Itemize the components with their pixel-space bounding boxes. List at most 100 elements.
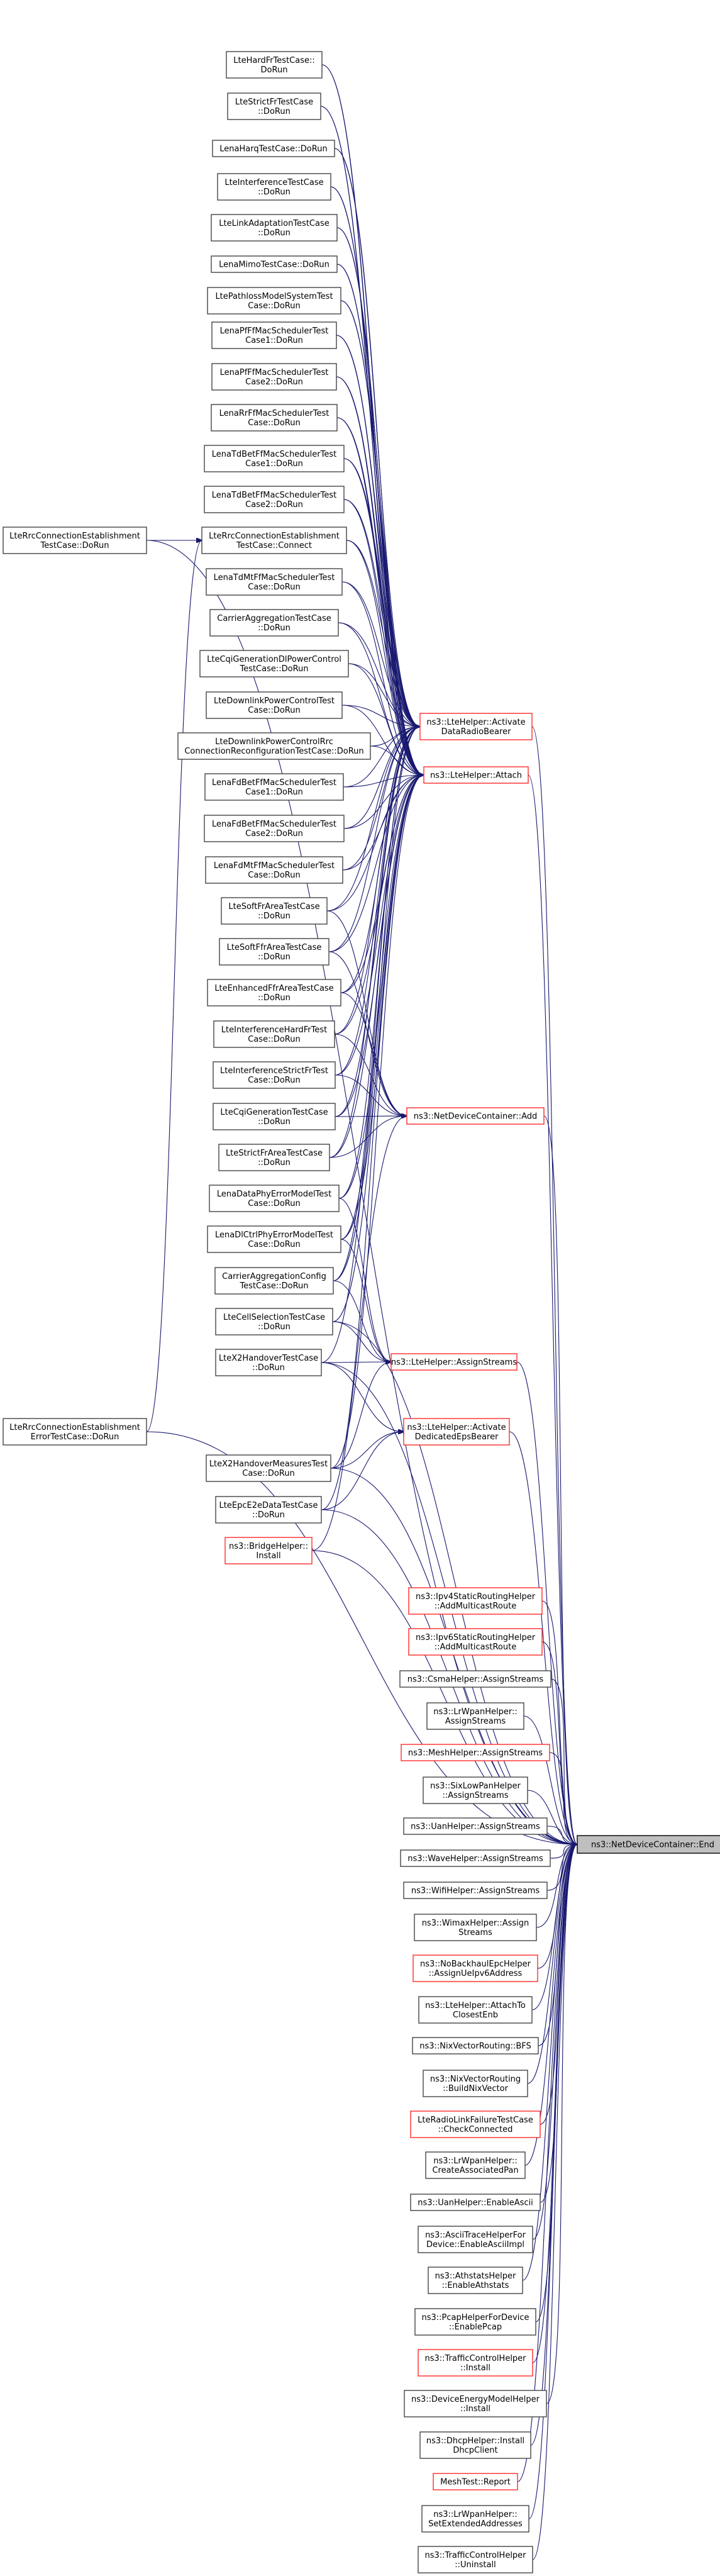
graph-node-pcap[interactable]: ns3::PcapHelperForDevice::EnablePcap xyxy=(414,2308,536,2336)
node-box[interactable] xyxy=(205,856,343,884)
graph-node-lrwpan-ext[interactable]: ns3::LrWpanHelper::SetExtendedAddresses xyxy=(421,2505,529,2533)
node-box[interactable] xyxy=(204,773,344,801)
node-box[interactable] xyxy=(217,173,331,201)
node-box[interactable] xyxy=(419,2431,531,2459)
graph-node-activate-eps[interactable]: ns3::LteHelper::ActivateDedicatedEpsBear… xyxy=(403,1418,510,1446)
node-box[interactable] xyxy=(390,1353,518,1371)
node-box[interactable] xyxy=(206,691,343,719)
graph-node-nixbuild[interactable]: ns3::NixVectorRouting::BuildNixVector xyxy=(423,2070,528,2097)
graph-node-harq[interactable]: LenaHarqTestCase::DoRun xyxy=(212,140,335,157)
graph-node-tc-uninstall[interactable]: ns3::TrafficControlHelper::Uninstall xyxy=(418,2546,533,2573)
graph-node-rrc-connect[interactable]: LteRrcConnectionEstablishmentTestCase::C… xyxy=(201,527,347,554)
graph-node-cqigen[interactable]: LteCqiGenerationTestCase::DoRun xyxy=(213,1103,336,1130)
graph-node-uan-as[interactable]: ns3::UanHelper::AssignStreams xyxy=(403,1817,548,1835)
graph-node-wimax-as[interactable]: ns3::WimaxHelper::AssignStreams xyxy=(414,1914,537,1941)
graph-node-end[interactable]: ns3::NetDeviceContainer::End xyxy=(577,1835,720,1854)
node-box[interactable] xyxy=(577,1835,720,1854)
node-box[interactable] xyxy=(207,979,341,1006)
graph-node-softfr[interactable]: LteSoftFrAreaTestCase::DoRun xyxy=(221,897,328,925)
node-box[interactable] xyxy=(426,1702,524,1730)
node-box[interactable] xyxy=(212,140,335,157)
node-box[interactable] xyxy=(226,51,323,79)
graph-node-linkadapt[interactable]: LteLinkAdaptationTestCase::DoRun xyxy=(211,214,338,242)
node-box[interactable] xyxy=(214,1267,334,1295)
graph-node-nobackhaul[interactable]: ns3::NoBackhaulEpcHelper::AssignUeIpv6Ad… xyxy=(413,1954,538,1982)
graph-node-hardfr[interactable]: LteHardFrTestCase::DoRun xyxy=(226,51,323,79)
node-box[interactable] xyxy=(215,1496,322,1524)
node-box[interactable] xyxy=(421,2505,529,2533)
node-box[interactable] xyxy=(199,650,349,677)
node-box[interactable] xyxy=(207,1225,341,1253)
node-box[interactable] xyxy=(414,2308,536,2336)
node-box[interactable] xyxy=(211,321,337,349)
graph-node-enhffr[interactable]: LteEnhancedFfrAreaTestCase::DoRun xyxy=(207,979,341,1006)
graph-node-dlpcrrc[interactable]: LteDownlinkPowerControlRrcConnectionReco… xyxy=(177,732,371,760)
graph-node-rrc-err[interactable]: LteRrcConnectionEstablishmentErrorTestCa… xyxy=(3,1418,147,1446)
node-box[interactable] xyxy=(406,1107,545,1125)
graph-node-cqidlpc[interactable]: LteCqiGenerationDlPowerControlTestCase::… xyxy=(199,650,349,677)
node-box[interactable] xyxy=(215,1349,322,1376)
node-box[interactable] xyxy=(410,2194,541,2211)
graph-node-carrieragg[interactable]: CarrierAggregationTestCase::DoRun xyxy=(209,609,339,637)
node-box[interactable] xyxy=(211,214,338,242)
node-box[interactable] xyxy=(207,287,341,315)
graph-node-bridge[interactable]: ns3::BridgeHelper::Install xyxy=(224,1537,313,1564)
node-box[interactable] xyxy=(418,2349,533,2377)
node-box[interactable] xyxy=(404,2390,547,2417)
graph-node-rlf[interactable]: LteRadioLinkFailureTestCase::CheckConnec… xyxy=(410,2110,541,2138)
node-box[interactable] xyxy=(213,1020,335,1048)
node-box[interactable] xyxy=(3,1418,147,1446)
graph-node-rrc-doRun[interactable]: LteRrcConnectionEstablishmentTestCase::D… xyxy=(3,527,147,554)
node-box[interactable] xyxy=(211,255,338,273)
graph-node-mesh-as[interactable]: ns3::MeshHelper::AssignStreams xyxy=(401,1744,550,1761)
node-box[interactable] xyxy=(423,1776,528,1804)
node-box[interactable] xyxy=(428,2267,523,2294)
graph-node-sixlow[interactable]: ns3::SixLowPanHelper::AssignStreams xyxy=(423,1776,528,1804)
node-box[interactable] xyxy=(221,897,328,925)
node-box[interactable] xyxy=(418,2546,533,2573)
node-box[interactable] xyxy=(423,766,529,784)
node-box[interactable] xyxy=(410,2110,541,2138)
graph-node-csma[interactable]: ns3::CsmaHelper::AssignStreams xyxy=(399,1670,551,1688)
node-box[interactable] xyxy=(401,1744,550,1761)
node-box[interactable] xyxy=(204,445,345,472)
graph-node-lrwpan-as[interactable]: ns3::LrWpanHelper::AssignStreams xyxy=(426,1702,524,1730)
node-box[interactable] xyxy=(400,1849,551,1867)
graph-node-attach[interactable]: ns3::LteHelper::Attach xyxy=(423,766,529,784)
graph-node-ndc-add[interactable]: ns3::NetDeviceContainer::Add xyxy=(406,1107,545,1125)
node-box[interactable] xyxy=(213,1103,336,1130)
node-box[interactable] xyxy=(403,1817,548,1835)
graph-node-lte-assign[interactable]: ns3::LteHelper::AssignStreams xyxy=(390,1353,518,1371)
graph-node-epce2e[interactable]: LteEpcE2eDataTestCase::DoRun xyxy=(215,1496,322,1524)
node-box[interactable] xyxy=(403,1418,510,1446)
graph-node-strictfrarea[interactable]: LteStrictFrAreaTestCase::DoRun xyxy=(218,1144,330,1171)
graph-node-tc-install[interactable]: ns3::TrafficControlHelper::Install xyxy=(418,2349,533,2377)
node-box[interactable] xyxy=(227,92,321,120)
graph-node-athstats[interactable]: ns3::AthstatsHelper::EnableAthstats xyxy=(428,2267,523,2294)
graph-node-wifi-as[interactable]: ns3::WifiHelper::AssignStreams xyxy=(403,1882,548,1899)
graph-node-energy[interactable]: ns3::DeviceEnergyModelHelper::Install xyxy=(404,2390,547,2417)
node-box[interactable] xyxy=(433,2473,518,2490)
graph-node-cellsel[interactable]: LteCellSelectionTestCase::DoRun xyxy=(215,1308,333,1335)
node-box[interactable] xyxy=(218,1144,330,1171)
node-box[interactable] xyxy=(206,568,343,596)
node-box[interactable] xyxy=(211,363,337,391)
